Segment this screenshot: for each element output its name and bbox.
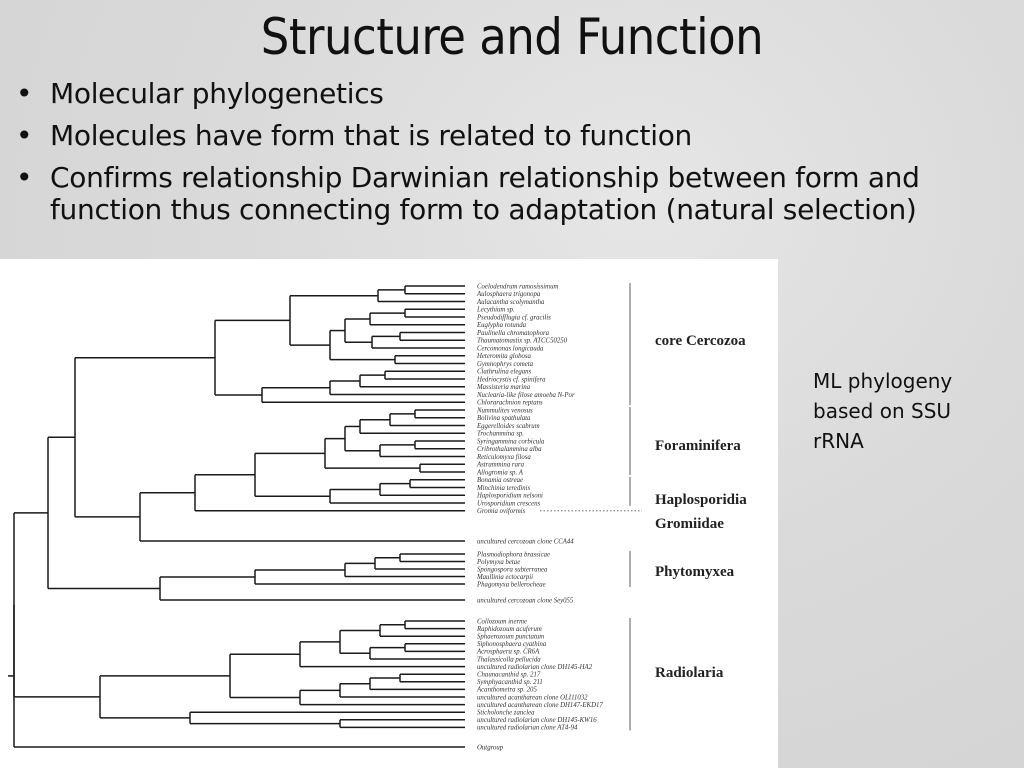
taxon-label: uncultured acantharean clone DH147-EKD17 [477, 702, 603, 709]
taxon-label: Astrammina rara [476, 462, 525, 469]
taxon-label: Urosporidium crescens [477, 500, 540, 507]
taxon-label: Pseudodifflugia cf. gracilis [476, 314, 551, 321]
taxon-label: Heteromita globosa [476, 353, 532, 360]
group-labels: core CercozoaForaminiferaHaplosporidiaGr… [655, 333, 747, 681]
bullet-item: • Molecules have form that is related to … [10, 120, 1010, 152]
bullet-list: • Molecular phylogenetics • Molecules have… [10, 78, 1010, 236]
taxon-label: Gromia oviformis [477, 508, 526, 515]
taxon-label: uncultured radiolarian clone AT4-94 [477, 725, 578, 732]
taxon-label: Aulosphaera trigonopa [476, 291, 541, 298]
taxon-label: Cercomonas longicauda [477, 345, 544, 352]
taxon-label: Raphidozoum acuferum [476, 626, 542, 633]
group-label: Gromiidae [655, 516, 724, 532]
taxon-label: Maullinia ectocarpii [476, 574, 533, 581]
taxon-label: Collozoum inerme [477, 618, 527, 625]
bullet-item: • Molecular phylogenetics [10, 78, 1010, 110]
tree-branches [8, 285, 465, 748]
taxon-label: Paulinella chromatophora [476, 330, 550, 337]
taxon-label: Chaunacanthid sp. 217 [477, 672, 541, 679]
taxon-label: Plasmodiophora brassicae [476, 551, 550, 558]
taxon-label: Thalassicolla pellucida [477, 656, 541, 663]
bullet-dot: • [16, 161, 33, 194]
taxon-label: Symphyacanthid sp. 211 [477, 679, 543, 686]
taxon-label: Spongospora subterranea [477, 566, 548, 573]
bullet-text: Molecules have form that is related to f… [50, 119, 692, 152]
taxon-label: Trochammina sp. [477, 431, 524, 438]
taxon-label: Syringammina corbicula [477, 438, 545, 445]
group-label: Foraminifera [655, 438, 741, 454]
side-note: ML phylogeny based on SSU rRNA [813, 369, 953, 453]
taxon-label: Bolivina spathulata [477, 415, 531, 422]
taxon-label: uncultured cercozoan clone Sey055 [477, 597, 574, 604]
group-label: Haplosporidia [655, 492, 747, 508]
taxon-label: Coelodendrum ramosissimum [477, 283, 558, 290]
bullet-text: Confirms relationship Darwinian relation… [50, 161, 920, 226]
bullet-item: • Confirms relationship Darwinian relatio… [10, 162, 1010, 226]
taxon-label: Siphonosphaera cyathina [477, 641, 547, 648]
taxon-label: Phagomyxa bellerocheae [476, 581, 546, 588]
taxon-label: Haplosporidium nelsoni [476, 493, 543, 500]
taxon-label: uncultured radiolarian clone DH145-HA2 [477, 664, 593, 671]
taxon-label: Reticulomyxa filosa [476, 454, 531, 461]
slide-title: Structure and Function [260, 8, 764, 66]
taxon-label: Cribrothalammina alba [477, 446, 542, 453]
taxon-label: Polymyxa betae [476, 559, 520, 566]
taxon-label: Aulacantha scolymantha [476, 299, 545, 306]
bullet-dot: • [16, 77, 33, 110]
group-brackets [540, 283, 642, 731]
taxon-label: Nuclearia-like filose amoeba N-Por [476, 392, 575, 399]
bullet-text: Molecular phylogenetics [50, 77, 384, 110]
taxon-label: Gymnophrys cometa [477, 361, 534, 368]
bullet-dot: • [16, 119, 33, 152]
taxon-label: Allogromia sp. A [476, 469, 524, 476]
taxon-label: Bonamia ostreae [477, 477, 523, 484]
taxon-label: uncultured acantharean clone OLI11032 [477, 694, 588, 701]
taxon-label: Chlorarachnion reptans [477, 400, 543, 407]
taxon-label: Lecythium sp. [476, 307, 515, 314]
taxon-label: Nummulites venosus [476, 407, 533, 414]
taxon-label: Sticholonche zanclea [477, 710, 535, 717]
taxon-label: Acrosphaera sp. CR6A [476, 649, 540, 656]
taxon-label: Outgroup [477, 744, 504, 751]
taxon-label: Eggerelloides scabrum [476, 423, 540, 430]
taxon-label: Acanthometra sp. 205 [476, 687, 537, 694]
taxon-label: uncultured cercozoan clone CCA44 [477, 538, 574, 545]
taxon-label: Minchinia teredinis [476, 485, 531, 492]
taxon-label: Massisteria marina [476, 384, 531, 391]
taxon-label: Hedriocystis cf. spinifera [476, 376, 546, 383]
taxon-label: Sphaerozoum punctatum [477, 634, 544, 641]
group-label: Radiolaria [655, 665, 724, 681]
group-label: core Cercozoa [655, 333, 746, 349]
taxon-label: Euglypha rotunda [476, 322, 527, 329]
group-label: Phytomyxea [655, 564, 735, 580]
taxon-label: Thaumatomastix sp. ATCC50250 [477, 338, 568, 345]
taxon-label: Clathrulina elegans [477, 369, 532, 376]
taxon-label: uncultured radiolarian clone DH145-KW16 [477, 717, 597, 724]
